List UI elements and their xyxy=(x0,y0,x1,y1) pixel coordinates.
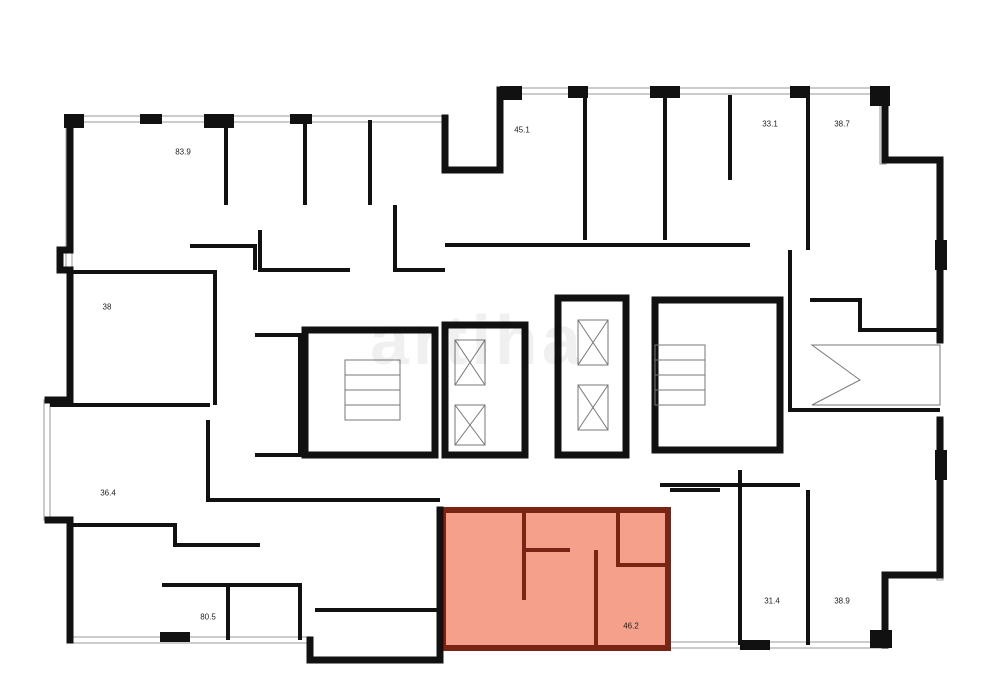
interior-walls xyxy=(50,95,940,645)
apartment-area-label[interactable]: 38.9 xyxy=(834,596,850,606)
apartment-area-label[interactable]: 83.9 xyxy=(175,147,191,157)
exterior-walls xyxy=(44,86,947,664)
apartment-area-label[interactable]: 38.7 xyxy=(834,119,850,129)
apartment-area-label[interactable]: 36.4 xyxy=(100,488,116,498)
apartment-area-label[interactable]: 80.5 xyxy=(200,612,216,622)
apartment-area-label[interactable]: 31.4 xyxy=(764,596,780,606)
watermark: artiha xyxy=(370,301,585,379)
apartment-area-label[interactable]: 45.1 xyxy=(514,125,530,135)
apartment-area-label[interactable]: 33.1 xyxy=(762,119,778,129)
apartment-area-label[interactable]: 38 xyxy=(102,302,112,312)
apartment-area-label[interactable]: 46.2 xyxy=(623,621,639,631)
building-core xyxy=(301,294,941,459)
